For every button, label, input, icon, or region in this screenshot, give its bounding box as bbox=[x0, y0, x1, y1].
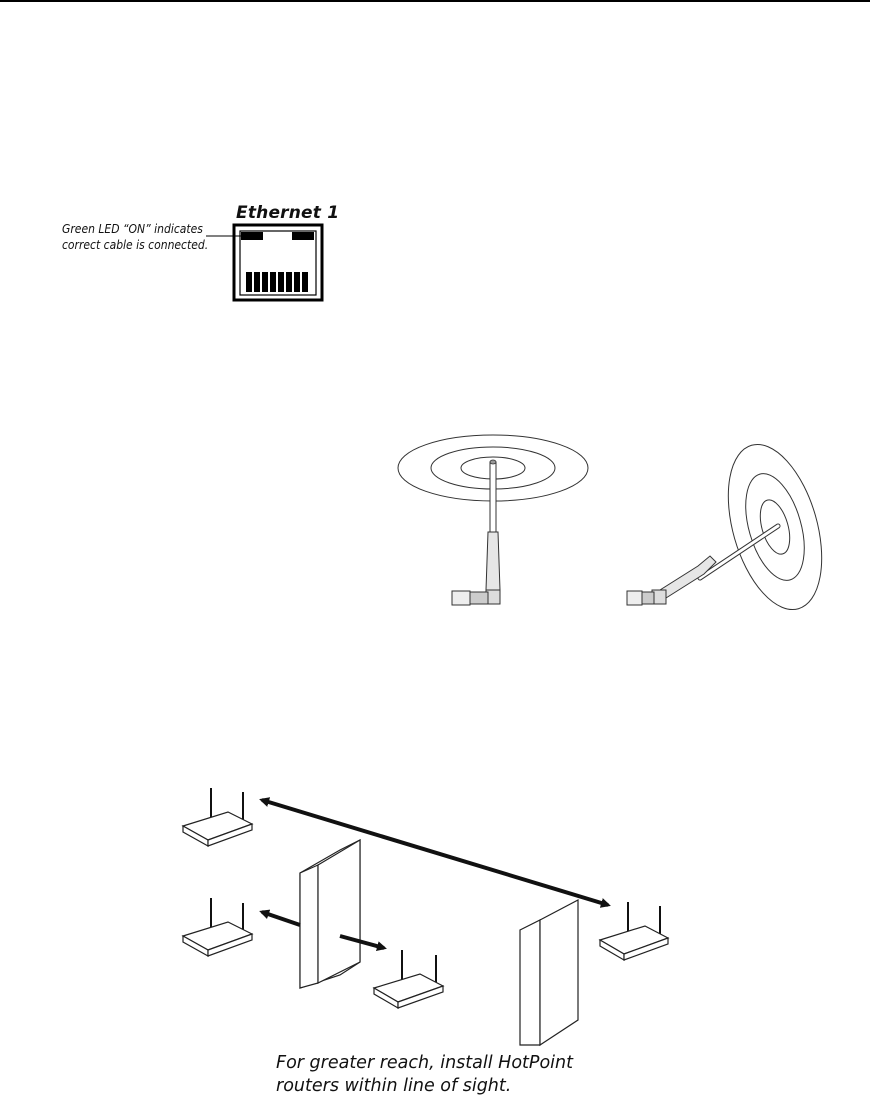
wall-right bbox=[520, 900, 578, 1045]
router-mid-left bbox=[183, 898, 252, 956]
caption-line-1: For greater reach, install HotPoint bbox=[276, 1052, 573, 1075]
router-center bbox=[374, 950, 443, 1008]
green-led-indicator bbox=[241, 232, 263, 240]
blocked-signal-arrow bbox=[262, 912, 300, 925]
amber-led-indicator bbox=[292, 232, 314, 240]
caption-line-2: routers within line of sight. bbox=[276, 1075, 573, 1098]
router-placement-diagram bbox=[183, 788, 668, 1045]
ethernet-port-diagram bbox=[206, 225, 322, 300]
router-top-left bbox=[183, 788, 252, 846]
placement-caption: For greater reach, install HotPoint rout… bbox=[276, 1052, 573, 1098]
wall-left bbox=[300, 840, 360, 988]
router-right bbox=[600, 902, 668, 960]
vertical-antenna-diagram bbox=[398, 435, 588, 605]
tilted-antenna-diagram bbox=[627, 434, 839, 621]
